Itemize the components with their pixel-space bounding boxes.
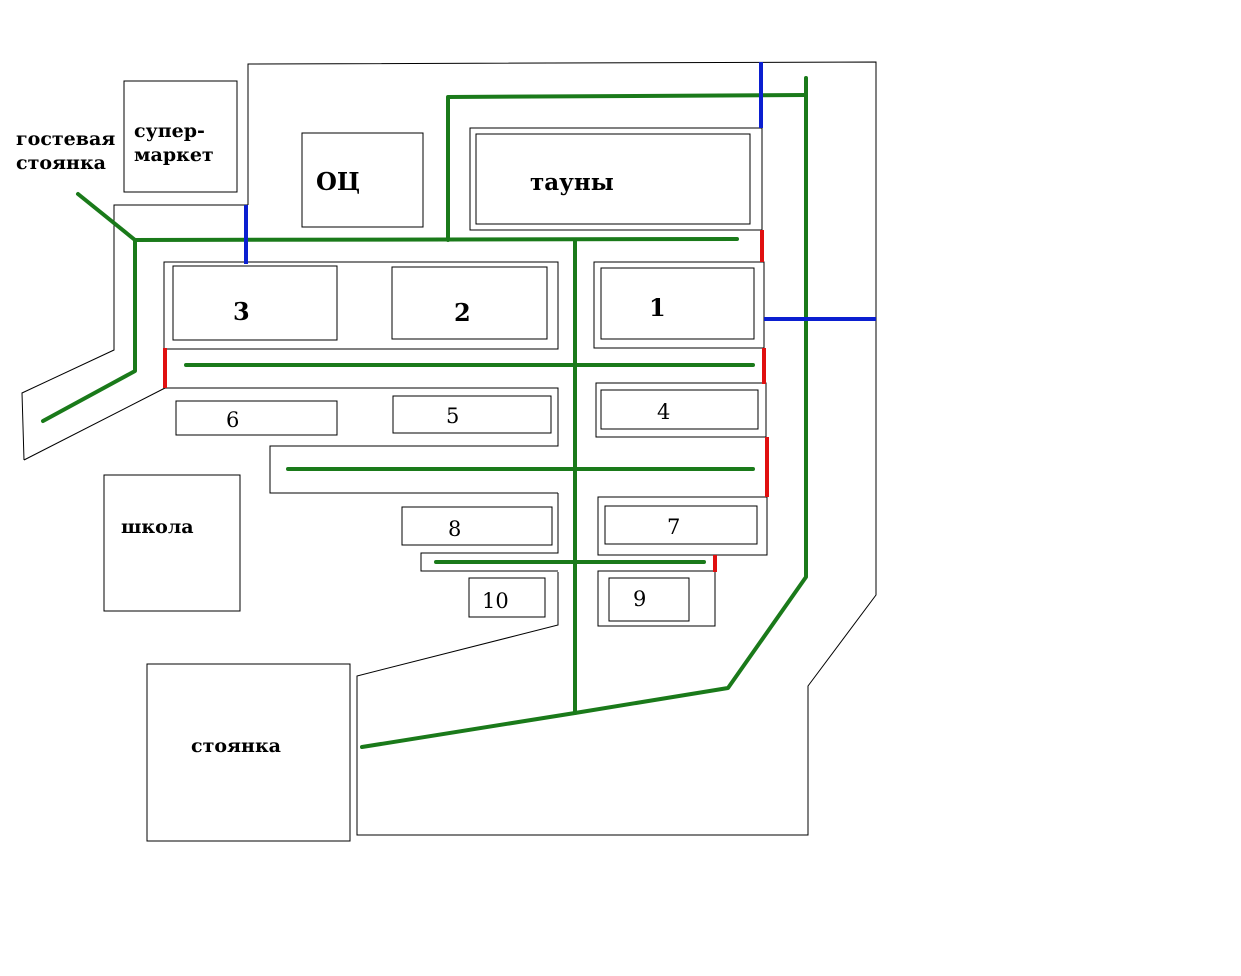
supermarket-label-1: супер- xyxy=(134,120,205,142)
building-1-label: 1 xyxy=(649,293,666,322)
block-row-6-5 xyxy=(165,387,559,447)
building-5 xyxy=(392,395,552,434)
site-boundary-top xyxy=(247,61,877,836)
path-to-north xyxy=(446,93,808,242)
block-9 xyxy=(597,570,716,627)
building-8 xyxy=(401,506,553,546)
supermarket-block xyxy=(123,80,238,193)
building-10-label: 10 xyxy=(482,589,509,613)
block-4 xyxy=(595,382,767,438)
guest-parking-area xyxy=(21,204,248,461)
building-4 xyxy=(600,389,759,430)
townhouses-label: тауны xyxy=(530,169,614,196)
building-5-label: 5 xyxy=(446,404,459,428)
building-1 xyxy=(600,267,755,340)
path-east xyxy=(360,76,808,749)
guest-parking-label-2: стоянка xyxy=(16,152,106,174)
townhouses-block xyxy=(475,133,751,225)
lower-strip xyxy=(420,552,558,572)
block-7 xyxy=(597,496,768,556)
building-7 xyxy=(604,505,758,545)
supermarket-label-2: маркет xyxy=(134,144,214,166)
building-9 xyxy=(608,577,690,622)
path-guest-parking xyxy=(41,192,137,423)
building-9-label: 9 xyxy=(633,587,646,611)
oc-block xyxy=(301,132,424,228)
building-8-label: 8 xyxy=(448,517,461,541)
building-7-label: 7 xyxy=(667,515,680,539)
building-10 xyxy=(468,577,546,618)
townhouses-block-outer xyxy=(469,127,763,231)
building-2-label: 2 xyxy=(454,298,471,327)
block-1 xyxy=(593,261,765,349)
building-3 xyxy=(172,265,338,341)
school-block xyxy=(103,474,241,612)
school-label: школа xyxy=(121,516,194,538)
guest-parking-label-1: гостевая xyxy=(16,128,115,150)
building-6-label: 6 xyxy=(226,408,239,432)
block-row-3-2 xyxy=(163,261,559,350)
building-6 xyxy=(175,400,338,436)
block-8 xyxy=(553,493,559,554)
building-3-label: 3 xyxy=(233,297,250,326)
building-4-label: 4 xyxy=(657,400,670,424)
building-2 xyxy=(391,266,548,340)
parking-block xyxy=(146,663,351,842)
path-main-top xyxy=(133,237,739,242)
middle-strip xyxy=(269,445,558,494)
oc-label: ОЦ xyxy=(316,167,360,196)
parking-label: стоянка xyxy=(191,735,281,757)
